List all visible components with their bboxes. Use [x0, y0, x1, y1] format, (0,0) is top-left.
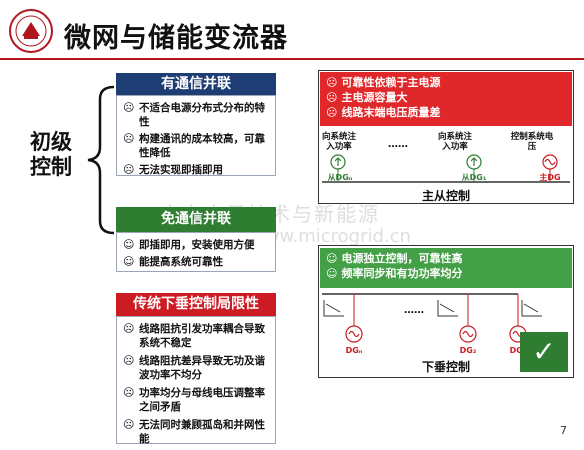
- source-label-dg-n: DGₙ: [345, 346, 363, 355]
- smile-icon: ☺: [326, 252, 338, 265]
- no-comm-parallel-header: 免通信并联: [116, 207, 276, 232]
- droop-diagram: [322, 293, 542, 343]
- inject-power-label: 向系统注入功率: [321, 132, 356, 152]
- banner-row: ☹可靠性依赖于主电源: [326, 75, 566, 90]
- droop-curve-icon: [323, 300, 344, 317]
- list-item-text: 功率均分与母线电压调整率之间矛盾: [139, 387, 265, 413]
- control-voltage-label: 控制系统电压: [510, 132, 554, 152]
- page-number: 7: [560, 424, 567, 437]
- source-label-master: 主DG: [539, 173, 561, 182]
- frown-icon: ☹: [123, 101, 135, 114]
- frown-icon: ☹: [123, 163, 135, 176]
- frown-icon: ☹: [123, 354, 135, 367]
- frown-icon: ☹: [326, 106, 338, 119]
- inject-power-label: 向系统注入功率: [437, 132, 472, 152]
- watermark-url: www.microgrid.cn: [250, 226, 411, 247]
- list-item-text: 无法同时兼顾孤岛和并网性能: [139, 419, 265, 445]
- level-label-line-1: 初级: [30, 130, 72, 154]
- level-label: 初级 控制: [30, 130, 72, 180]
- smile-icon: ☺: [123, 238, 135, 251]
- list-item: ☹ 无法实现即插即用: [121, 163, 271, 177]
- source-label-slave-1: 从DG₁: [461, 173, 487, 182]
- frown-icon: ☹: [326, 91, 338, 104]
- banner-text: 线路末端电压质量差: [341, 106, 441, 119]
- frown-icon: ☹: [326, 76, 338, 89]
- banner-text: 可靠性依赖于主电源: [341, 76, 441, 89]
- smile-icon: ☺: [326, 267, 338, 280]
- source-label-dg-1: DG₁: [509, 346, 527, 355]
- list-item: ☹ 无法同时兼顾孤岛和并网性能: [121, 418, 271, 446]
- droop-limits-card: ☹ 线路阻抗引发功率耦合导致系统不稳定 ☹ 线路阻抗差异导致无功及谐波功率不均分 ☹…: [116, 316, 276, 446]
- droop-curve-icon: [437, 300, 458, 317]
- frown-icon: ☹: [123, 418, 135, 431]
- list-item-text: 即插即用，安装使用方便: [139, 239, 255, 251]
- banner-text: 主电源容量大: [341, 91, 408, 104]
- comm-parallel-card: ☹ 不适合电源分布式分布的特性 ☹ 构建通讯的成本较高，可靠性降低 ☹ 无法实现即插即…: [116, 95, 276, 176]
- university-logo: [9, 9, 53, 53]
- list-item-text: 不适合电源分布式分布的特性: [139, 102, 265, 128]
- list-item: ☹ 线路阻抗差异导致无功及谐波功率不均分: [121, 354, 271, 382]
- frown-icon: ☹: [123, 386, 135, 399]
- frown-icon: ☹: [123, 132, 135, 145]
- master-slave-diagram: [322, 154, 570, 183]
- brace-connector: [87, 85, 115, 235]
- comm-parallel-header: 有通信并联: [116, 73, 276, 95]
- banner-row: ☺电源独立控制，可靠性高: [326, 251, 566, 266]
- list-item: ☹ 功率均分与母线电压调整率之间矛盾: [121, 386, 271, 414]
- list-item: ☹ 构建通讯的成本较高，可靠性降低: [121, 132, 271, 160]
- page-title: 微网与储能变流器: [64, 23, 288, 54]
- banner-text: 电源独立控制，可靠性高: [341, 252, 463, 265]
- banner-row: ☺频率同步和有功功率均分: [326, 266, 566, 281]
- ellipsis: ……: [388, 139, 408, 150]
- checkmark-icon: ✓: [520, 332, 568, 372]
- no-comm-parallel-card: ☺ 即插即用，安装使用方便 ☺ 能提高系统可靠性: [116, 232, 276, 272]
- droop-curve-icon: [521, 300, 542, 317]
- smile-icon: ☺: [123, 255, 135, 268]
- frown-icon: ☹: [123, 322, 135, 335]
- title-divider: [0, 58, 584, 60]
- list-item-text: 无法实现即插即用: [139, 164, 223, 176]
- droop-banner: ☺电源独立控制，可靠性高 ☺频率同步和有功功率均分: [320, 248, 572, 288]
- banner-text: 频率同步和有功功率均分: [341, 267, 463, 280]
- list-item-text: 能提高系统可靠性: [139, 256, 223, 268]
- ellipsis: ……: [404, 305, 424, 316]
- banner-row: ☹主电源容量大: [326, 90, 566, 105]
- list-item: ☹ 不适合电源分布式分布的特性: [121, 101, 271, 129]
- list-item: ☹ 线路阻抗引发功率耦合导致系统不稳定: [121, 322, 271, 350]
- source-label-slave-n: 从DGₙ: [327, 173, 353, 182]
- master-slave-caption: 主从控制: [421, 189, 470, 203]
- list-item: ☺ 即插即用，安装使用方便: [121, 238, 271, 252]
- list-item-text: 线路阻抗差异导致无功及谐波功率不均分: [139, 355, 265, 381]
- list-item-text: 线路阻抗引发功率耦合导致系统不稳定: [139, 323, 265, 349]
- list-item: ☺ 能提高系统可靠性: [121, 255, 271, 269]
- master-slave-banner: ☹可靠性依赖于主电源 ☹主电源容量大 ☹线路末端电压质量差: [320, 72, 572, 126]
- level-label-line-2: 控制: [30, 155, 72, 179]
- source-label-dg-2: DG₂: [459, 346, 477, 355]
- droop-caption: 下垂控制: [421, 360, 470, 374]
- list-item-text: 构建通讯的成本较高，可靠性降低: [139, 133, 265, 159]
- droop-limits-header: 传统下垂控制局限性: [116, 293, 276, 316]
- banner-row: ☹线路末端电压质量差: [326, 105, 566, 120]
